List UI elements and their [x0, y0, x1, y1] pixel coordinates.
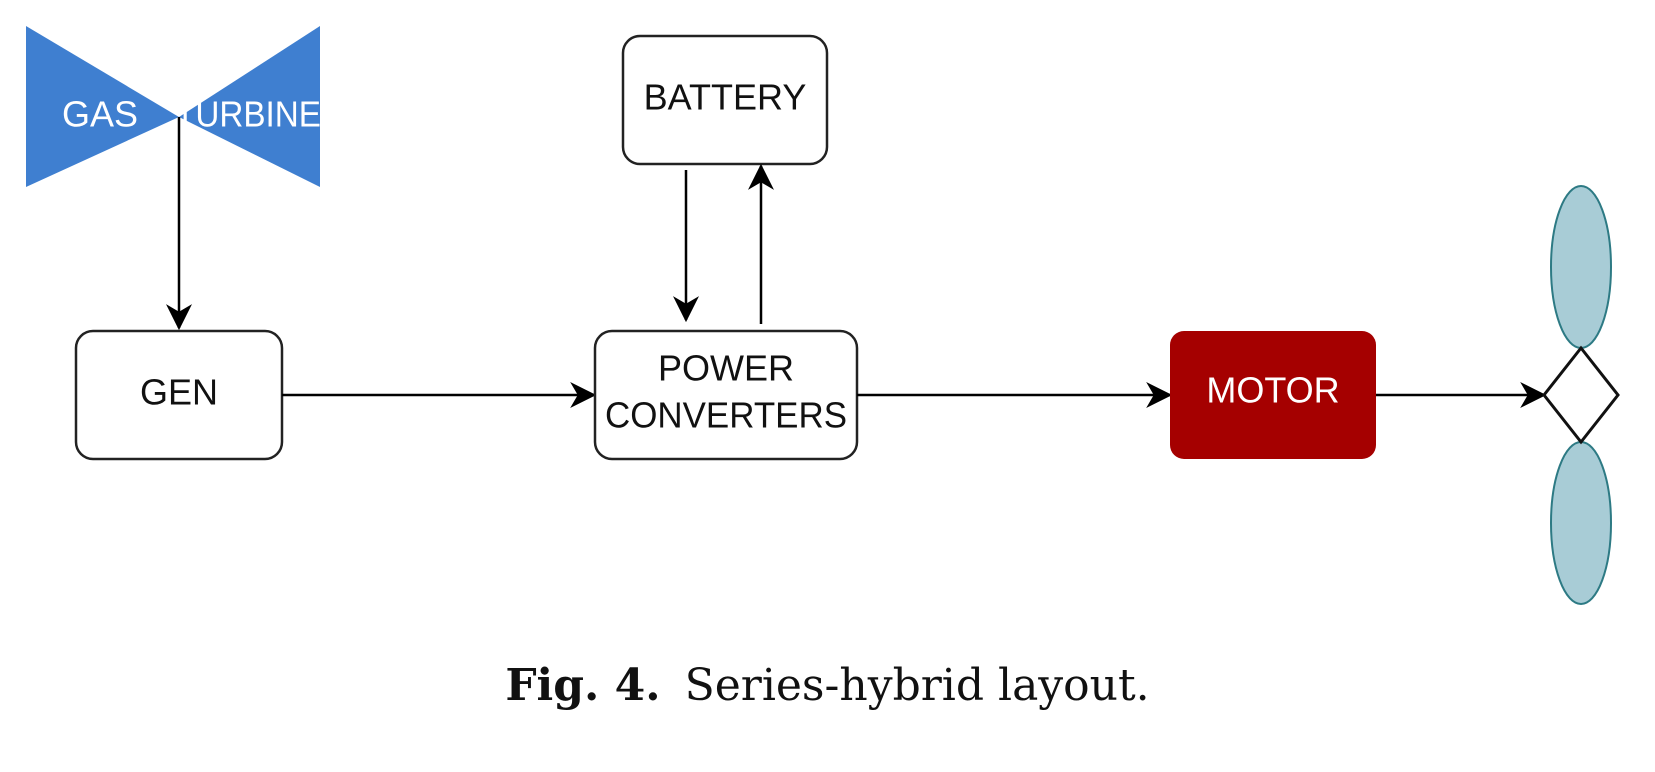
- gas-turbine-shape-right: [179, 26, 320, 187]
- figure-number: Fig. 4.: [505, 660, 661, 711]
- battery-label: BATTERY: [644, 77, 807, 118]
- battery-node: BATTERY: [621, 34, 829, 166]
- power-converters-label-line2: CONVERTERS: [605, 395, 847, 436]
- propeller-blade-bottom: [1550, 441, 1612, 605]
- gas-turbine-shape: [26, 26, 179, 187]
- gen-label: GEN: [140, 372, 218, 413]
- power-converters-node: POWER CONVERTERS: [593, 329, 859, 461]
- motor-box: [1170, 331, 1376, 459]
- figure-caption: Fig. 4. Series-hybrid layout.: [0, 660, 1655, 711]
- battery-box: [621, 34, 829, 166]
- power-converters-label-line1: POWER: [658, 348, 794, 389]
- figure-caption-text: Series-hybrid layout.: [684, 660, 1150, 711]
- motor-label: MOTOR: [1206, 370, 1339, 411]
- propeller-icon: [1542, 185, 1620, 605]
- gen-node: GEN: [74, 329, 284, 461]
- gas-turbine-label-right: TURBINE: [175, 94, 321, 135]
- gas-turbine-label-left: GAS: [62, 94, 138, 135]
- propeller-blade-top: [1550, 185, 1612, 349]
- propeller-hub: [1542, 345, 1620, 445]
- gas-turbine-node: GAS TURBINE: [26, 26, 321, 187]
- motor-node: MOTOR: [1170, 331, 1376, 459]
